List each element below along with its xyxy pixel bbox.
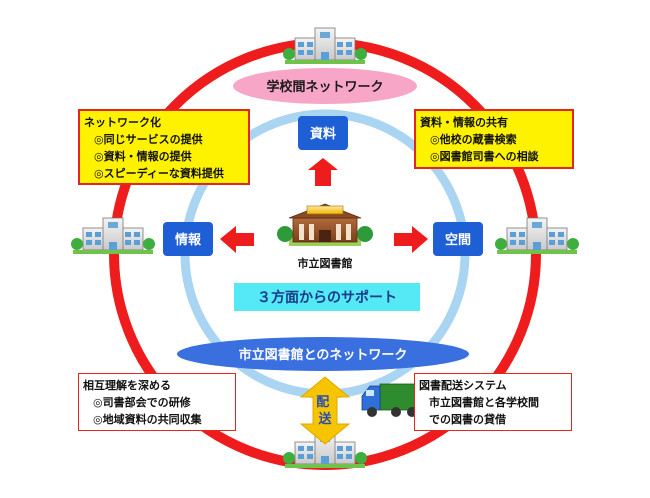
school-icon-right	[494, 217, 580, 255]
support-banner	[234, 283, 420, 311]
top-network-ellipse	[233, 68, 417, 104]
node-information	[163, 222, 213, 256]
school-icon-top	[282, 27, 368, 65]
box-sharing: 資料・情報の共有 ◎他校の蔵書検索 ◎図書館司書への相談	[414, 109, 574, 169]
arrow-left	[220, 226, 254, 253]
arrow-up	[308, 158, 338, 186]
box-sharing-item: ◎他校の蔵書検索	[430, 133, 517, 146]
box-understanding: 相互理解を深める ◎司書部会での研修 ◎地域資料の共同収集	[78, 373, 236, 431]
node-space	[433, 222, 483, 256]
support-banner-label: ３方面からのサポート	[257, 289, 397, 306]
box-understanding-title: 相互理解を深める	[83, 379, 171, 392]
box-understanding-item: ◎司書部会での研修	[93, 396, 191, 409]
box-delivery-item: 市立図書館と各学校間	[429, 396, 539, 409]
bottom-network-ellipse	[177, 337, 469, 371]
box-networking-item: ◎資料・情報の提供	[94, 150, 192, 163]
box-sharing-title: 資料・情報の共有	[420, 116, 508, 129]
node-information-label: 情報	[175, 232, 202, 248]
delivery-label: 配 送	[316, 395, 334, 427]
box-understanding-item: ◎地域資料の共同収集	[93, 413, 202, 426]
node-space-label: 空間	[445, 232, 471, 248]
city-library-label: 市立図書館	[298, 256, 353, 270]
delivery-arrow	[299, 376, 351, 445]
node-materials	[298, 116, 348, 150]
box-delivery-system: 図書配送システム 市立図書館と各学校間 での図書の貸借	[414, 373, 572, 431]
box-networking-item: ◎同じサービスの提供	[94, 133, 203, 146]
box-delivery-title: 図書配送システム	[419, 379, 507, 392]
delivery-truck-icon	[361, 383, 423, 417]
node-materials-label: 資料	[310, 126, 336, 142]
bottom-network-label: 市立図書館とのネットワーク	[239, 347, 408, 363]
box-delivery-item: での図書の貸借	[429, 413, 506, 426]
box-networking-item: ◎スピーディーな資料提供	[94, 167, 224, 180]
top-network-label: 学校間ネットワーク	[266, 79, 383, 95]
box-sharing-item: ◎図書館司書への相談	[430, 150, 539, 163]
school-icon-left	[70, 217, 156, 255]
box-networking: ネットワーク化 ◎同じサービスの提供 ◎資料・情報の提供 ◎スピーディーな資料提…	[78, 109, 250, 185]
box-networking-title: ネットワーク化	[84, 116, 161, 129]
arrow-right	[394, 226, 428, 253]
city-library-icon	[277, 203, 373, 246]
